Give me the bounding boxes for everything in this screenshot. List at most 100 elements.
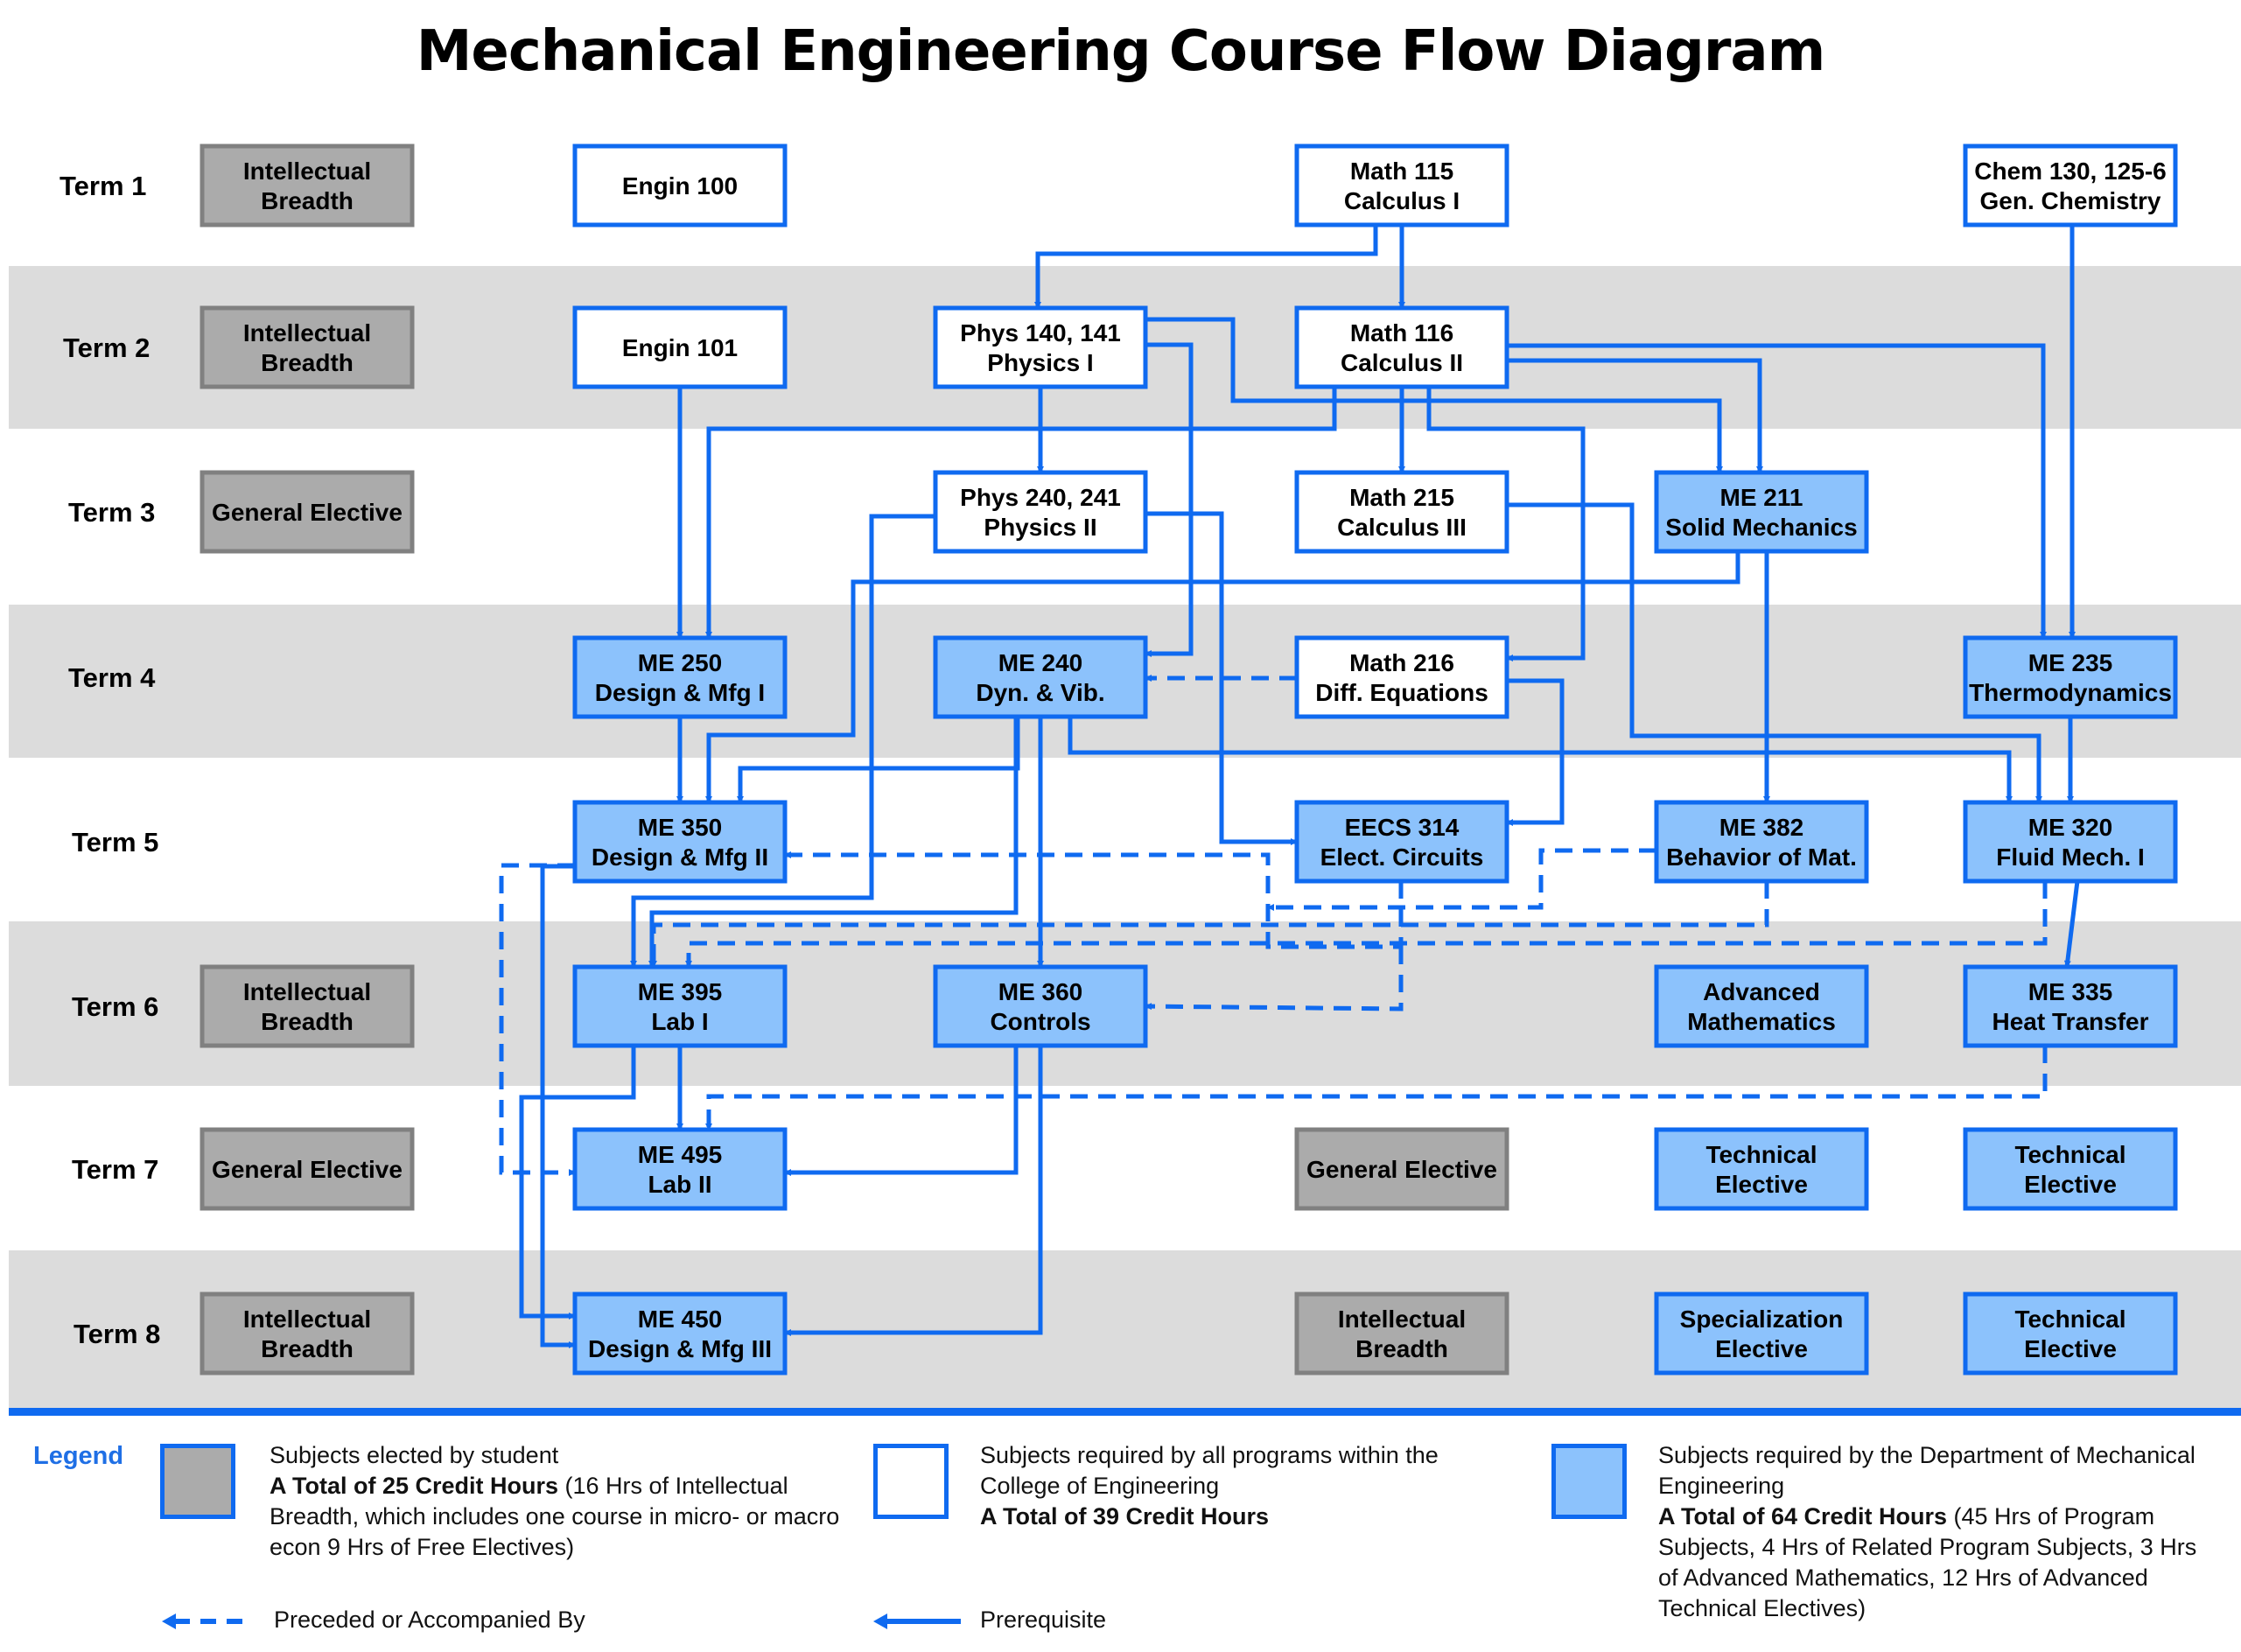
course-box-label: Intellectual — [1338, 1306, 1466, 1333]
course-box-engin101[interactable]: Engin 101 — [572, 305, 788, 389]
edge-math116-me235 — [1507, 343, 2047, 639]
course-box-label: Specialization — [1680, 1306, 1844, 1333]
course-box-ge7[interactable]: General Elective — [200, 1127, 415, 1211]
course-box-label: ME 240 — [998, 649, 1083, 676]
connector-lines — [499, 225, 2080, 1348]
course-box-frame — [1654, 1292, 1869, 1376]
course-box-frame — [572, 635, 788, 719]
course-box-label: Physics II — [984, 514, 1096, 541]
course-box-frame — [1963, 144, 2178, 228]
course-box-engin100[interactable]: Engin 100 — [572, 144, 788, 228]
legend-elected-rest: (16 Hrs of Intellectual Breadth, which i… — [270, 1473, 840, 1560]
course-box-label: Math 215 — [1349, 484, 1454, 511]
legend-college: Subjects required by all programs within… — [980, 1440, 1488, 1532]
course-box-label: Technical — [2014, 1306, 2125, 1333]
course-box-label: ME 335 — [2028, 978, 2113, 1005]
course-box-label: Elective — [1715, 1335, 1808, 1362]
course-box-frame — [1963, 964, 2178, 1048]
course-box-label: Breadth — [261, 187, 354, 214]
course-box-frame — [1654, 470, 1869, 554]
course-box-frame — [933, 305, 1148, 389]
course-box-label: ME 211 — [1720, 484, 1803, 511]
course-box-frame — [1294, 635, 1509, 719]
edge-math116-math216 — [1426, 387, 1586, 662]
course-box-label: Breadth — [261, 1008, 354, 1035]
course-box-label: Calculus III — [1337, 514, 1467, 541]
course-box-frame — [200, 305, 415, 389]
edge-phys240-eecs314 — [1145, 511, 1298, 845]
course-box-ge3[interactable]: General Elective — [200, 470, 415, 554]
course-box-label: Lab II — [648, 1171, 711, 1198]
course-box-frame — [933, 470, 1148, 554]
edge-dashed-me382-link — [1267, 848, 1656, 911]
edge-dashed-me335-me495 — [705, 1046, 2048, 1130]
course-box-frame — [1294, 144, 1509, 228]
course-box-frame — [933, 964, 1148, 1048]
edge-me240-me395 — [648, 717, 1019, 968]
course-box-label: ME 350 — [638, 814, 723, 841]
course-box-frame — [1294, 800, 1509, 884]
edge-me395-me450 — [519, 1046, 636, 1320]
course-box-frame — [572, 305, 788, 389]
course-box-label: Advanced — [1703, 978, 1820, 1005]
course-box-label: ME 495 — [638, 1141, 723, 1168]
course-box-label: Intellectual — [243, 319, 371, 346]
legend-title: Legend — [33, 1442, 124, 1470]
course-box-label: Design & Mfg III — [588, 1335, 772, 1362]
course-box-label: General Elective — [212, 1156, 403, 1183]
edge-math116-me211 — [1507, 358, 1763, 473]
course-box-label: Phys 140, 141 — [960, 319, 1121, 346]
course-box-label: Thermodynamics — [1969, 679, 2172, 706]
course-box-frame — [1963, 635, 2178, 719]
course-box-label: Elective — [2024, 1335, 2117, 1362]
course-box-ge7b[interactable]: General Elective — [1294, 1127, 1509, 1211]
course-box-label: Physics I — [987, 349, 1093, 376]
course-box-label: Solid Mechanics — [1665, 514, 1857, 541]
course-box-label: Intellectual — [243, 978, 371, 1005]
diagram-title: Mechanical Engineering Course Flow Diagr… — [416, 19, 1826, 84]
legend-divider — [9, 1408, 2241, 1416]
course-box-frame — [200, 964, 415, 1048]
edge-math215-me320 — [1507, 502, 2042, 803]
course-box-label: Elective — [1715, 1171, 1808, 1198]
course-box-label: Chem 130, 125-6 — [1974, 158, 2166, 185]
edge-me360-me495 — [784, 1046, 1019, 1176]
course-box-frame — [1294, 470, 1509, 554]
course-box-frame — [933, 635, 1148, 719]
course-box-label: Phys 240, 241 — [960, 484, 1121, 511]
edge-dashed-me320-me395 — [685, 881, 2048, 968]
course-box-label: ME 360 — [998, 978, 1083, 1005]
edge-phys140-me211 — [1145, 317, 1723, 473]
